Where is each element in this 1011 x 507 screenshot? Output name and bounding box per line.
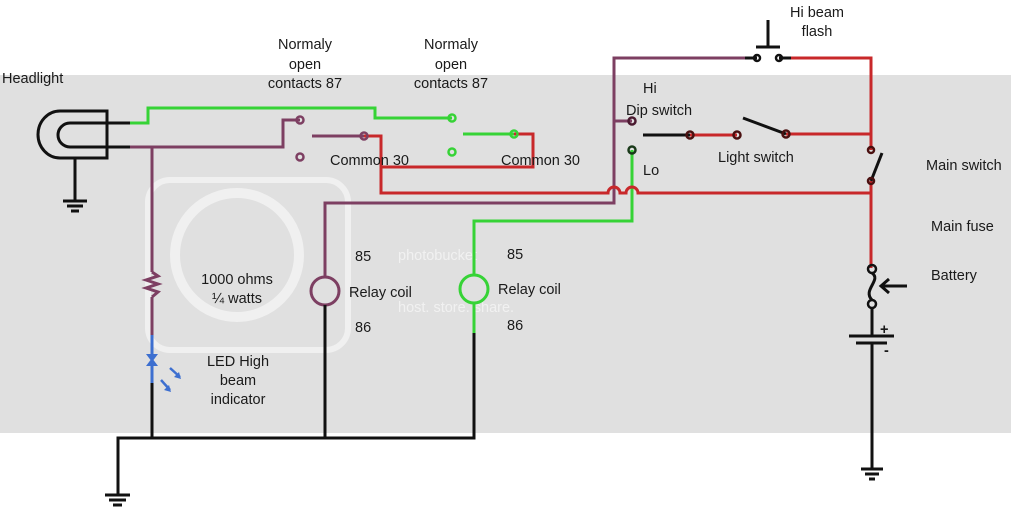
svg-text:photobucket: photobucket [398, 248, 477, 264]
svg-text:open: open [289, 57, 321, 73]
flash-feed [779, 56, 873, 150]
contacts-87-label-1: Normaly open contacts 87 [268, 37, 342, 92]
svg-text:Normaly: Normaly [424, 37, 479, 53]
relay2-coil-label: Relay coil [498, 282, 561, 298]
hi-beam-flash-button [745, 20, 791, 60]
relay2-coil [458, 273, 490, 305]
relay2-pin85-label: 85 [507, 247, 523, 263]
led-icon [146, 335, 181, 392]
main-switch-lever [869, 152, 884, 182]
battery-label: Battery [931, 268, 978, 284]
fuse-arrow-icon [878, 277, 907, 295]
contact-dots [295, 53, 876, 186]
relay2-pin86-label: 86 [507, 318, 523, 334]
hi-label: Hi [643, 81, 657, 97]
led-label: LED High beam indicator [207, 354, 269, 408]
svg-text:LED High: LED High [207, 354, 269, 370]
relay2-feed [381, 132, 535, 169]
relay1-coil-label: Relay coil [349, 285, 412, 301]
high-beam-wire [130, 118, 300, 149]
svg-text:indicator: indicator [211, 392, 266, 408]
lo-label: Lo [643, 163, 659, 179]
light-switch-lever [742, 116, 787, 136]
svg-text:¼ watts: ¼ watts [212, 291, 262, 307]
headlight-label: Headlight [2, 71, 63, 87]
svg-text:Normaly: Normaly [278, 37, 333, 53]
svg-text:beam: beam [220, 373, 256, 389]
resistor-icon [141, 270, 163, 299]
common-30-label-2: Common 30 [501, 153, 580, 169]
svg-text:open: open [435, 57, 467, 73]
battery-minus-label: - [884, 343, 889, 359]
feed-wire [364, 134, 871, 195]
watermark: photobucket host. store. share. [145, 177, 514, 353]
svg-text:Hi beam: Hi beam [790, 5, 844, 21]
svg-text:1000 ohms: 1000 ohms [201, 272, 273, 288]
svg-text:contacts 87: contacts 87 [268, 76, 342, 92]
svg-text:flash: flash [802, 24, 833, 40]
contacts-87-label-2: Normaly open contacts 87 [414, 37, 488, 92]
low-beam-wire [130, 106, 452, 125]
relay1-pin86-label: 86 [355, 320, 371, 336]
svg-text:contacts 87: contacts 87 [414, 76, 488, 92]
dip-switch-label: Dip switch [626, 103, 692, 119]
headlight-icon [36, 109, 130, 213]
battery-icon [849, 308, 894, 481]
main-fuse-label: Main fuse [931, 219, 994, 235]
ground-wire [116, 305, 476, 494]
common-30-label-1: Common 30 [330, 153, 409, 169]
hi-beam-flash-label: Hi beam flash [790, 5, 844, 40]
svg-text:host. store. share.: host. store. share. [398, 300, 514, 316]
main-switch-label: Main switch [926, 158, 1002, 174]
light-switch-feed [690, 132, 871, 137]
light-switch-label: Light switch [718, 150, 794, 166]
ground-icon [105, 493, 130, 507]
relay1-pin85-label: 85 [355, 249, 371, 265]
resistor-label: 1000 ohms ¼ watts [201, 272, 273, 307]
battery-plus-label: + [880, 322, 888, 338]
